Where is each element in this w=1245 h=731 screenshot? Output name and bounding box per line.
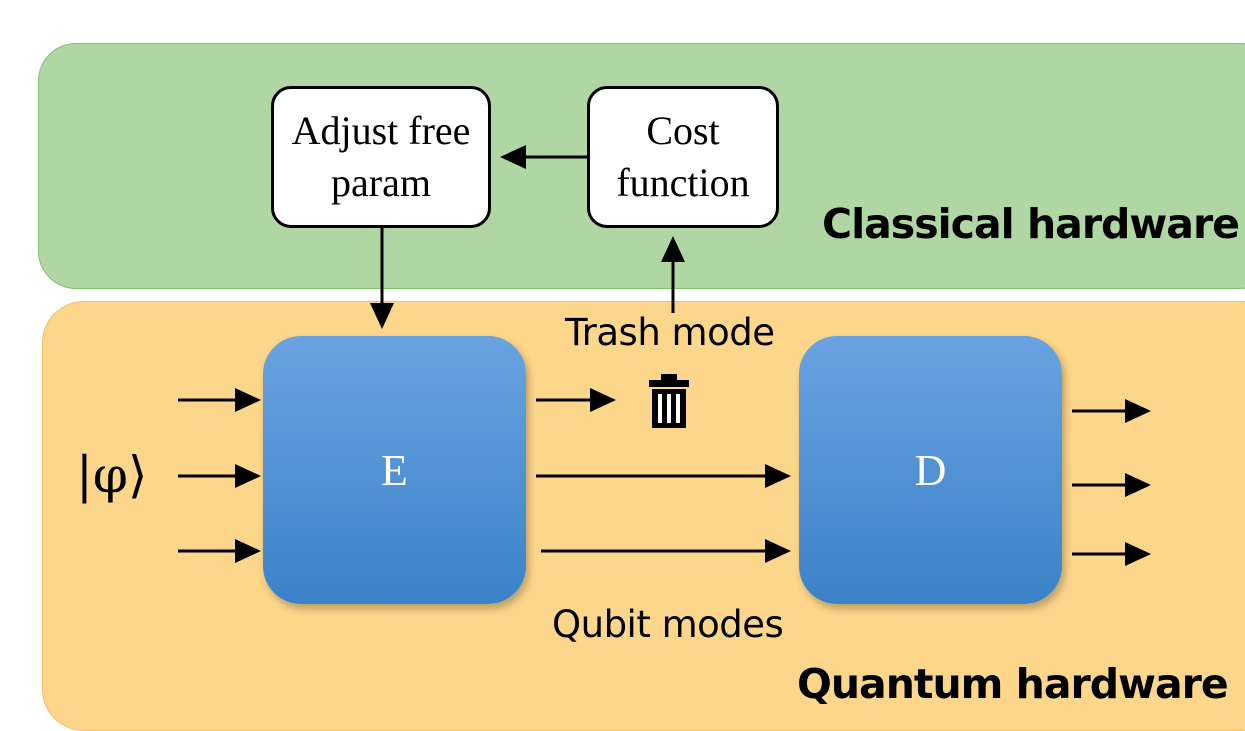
arrowhead-qubit-2 (765, 539, 791, 563)
cost-box-line2: function (616, 160, 750, 205)
cost-function-box: Cost function (587, 86, 779, 228)
encoder-block: E (263, 336, 526, 604)
arrowhead-output-3 (1125, 542, 1151, 566)
arrowhead-qubit-1 (765, 464, 791, 488)
arrowhead-adjust-to-encoder (370, 303, 394, 329)
decoder-block: D (799, 336, 1062, 604)
qubit-modes-label: Qubit modes (552, 603, 784, 646)
trash-icon (649, 374, 689, 428)
decoder-label: D (914, 445, 947, 495)
arrowhead-input-3 (235, 539, 261, 563)
adjust-box-line1: Adjust free (291, 108, 471, 153)
classical-hardware-label: Classical hardware (822, 200, 1240, 248)
trash-mode-label: Trash mode (565, 311, 775, 354)
arrowhead-trash-out (590, 388, 616, 412)
arrowhead-trash-to-cost (661, 236, 685, 262)
adjust-box-line2: param (331, 160, 431, 205)
cost-box-line1: Cost (646, 108, 720, 153)
arrowhead-input-1 (235, 388, 261, 412)
connector-arrows (178, 145, 1151, 566)
arrowhead-output-2 (1125, 473, 1151, 497)
arrowhead-output-1 (1125, 399, 1151, 423)
arrowhead-input-2 (235, 464, 261, 488)
input-state-label: |φ⟩ (76, 446, 148, 504)
arrowhead-cost-to-adjust (500, 145, 526, 169)
encoder-label: E (381, 445, 408, 495)
adjust-free-param-box: Adjust free param (271, 86, 491, 228)
